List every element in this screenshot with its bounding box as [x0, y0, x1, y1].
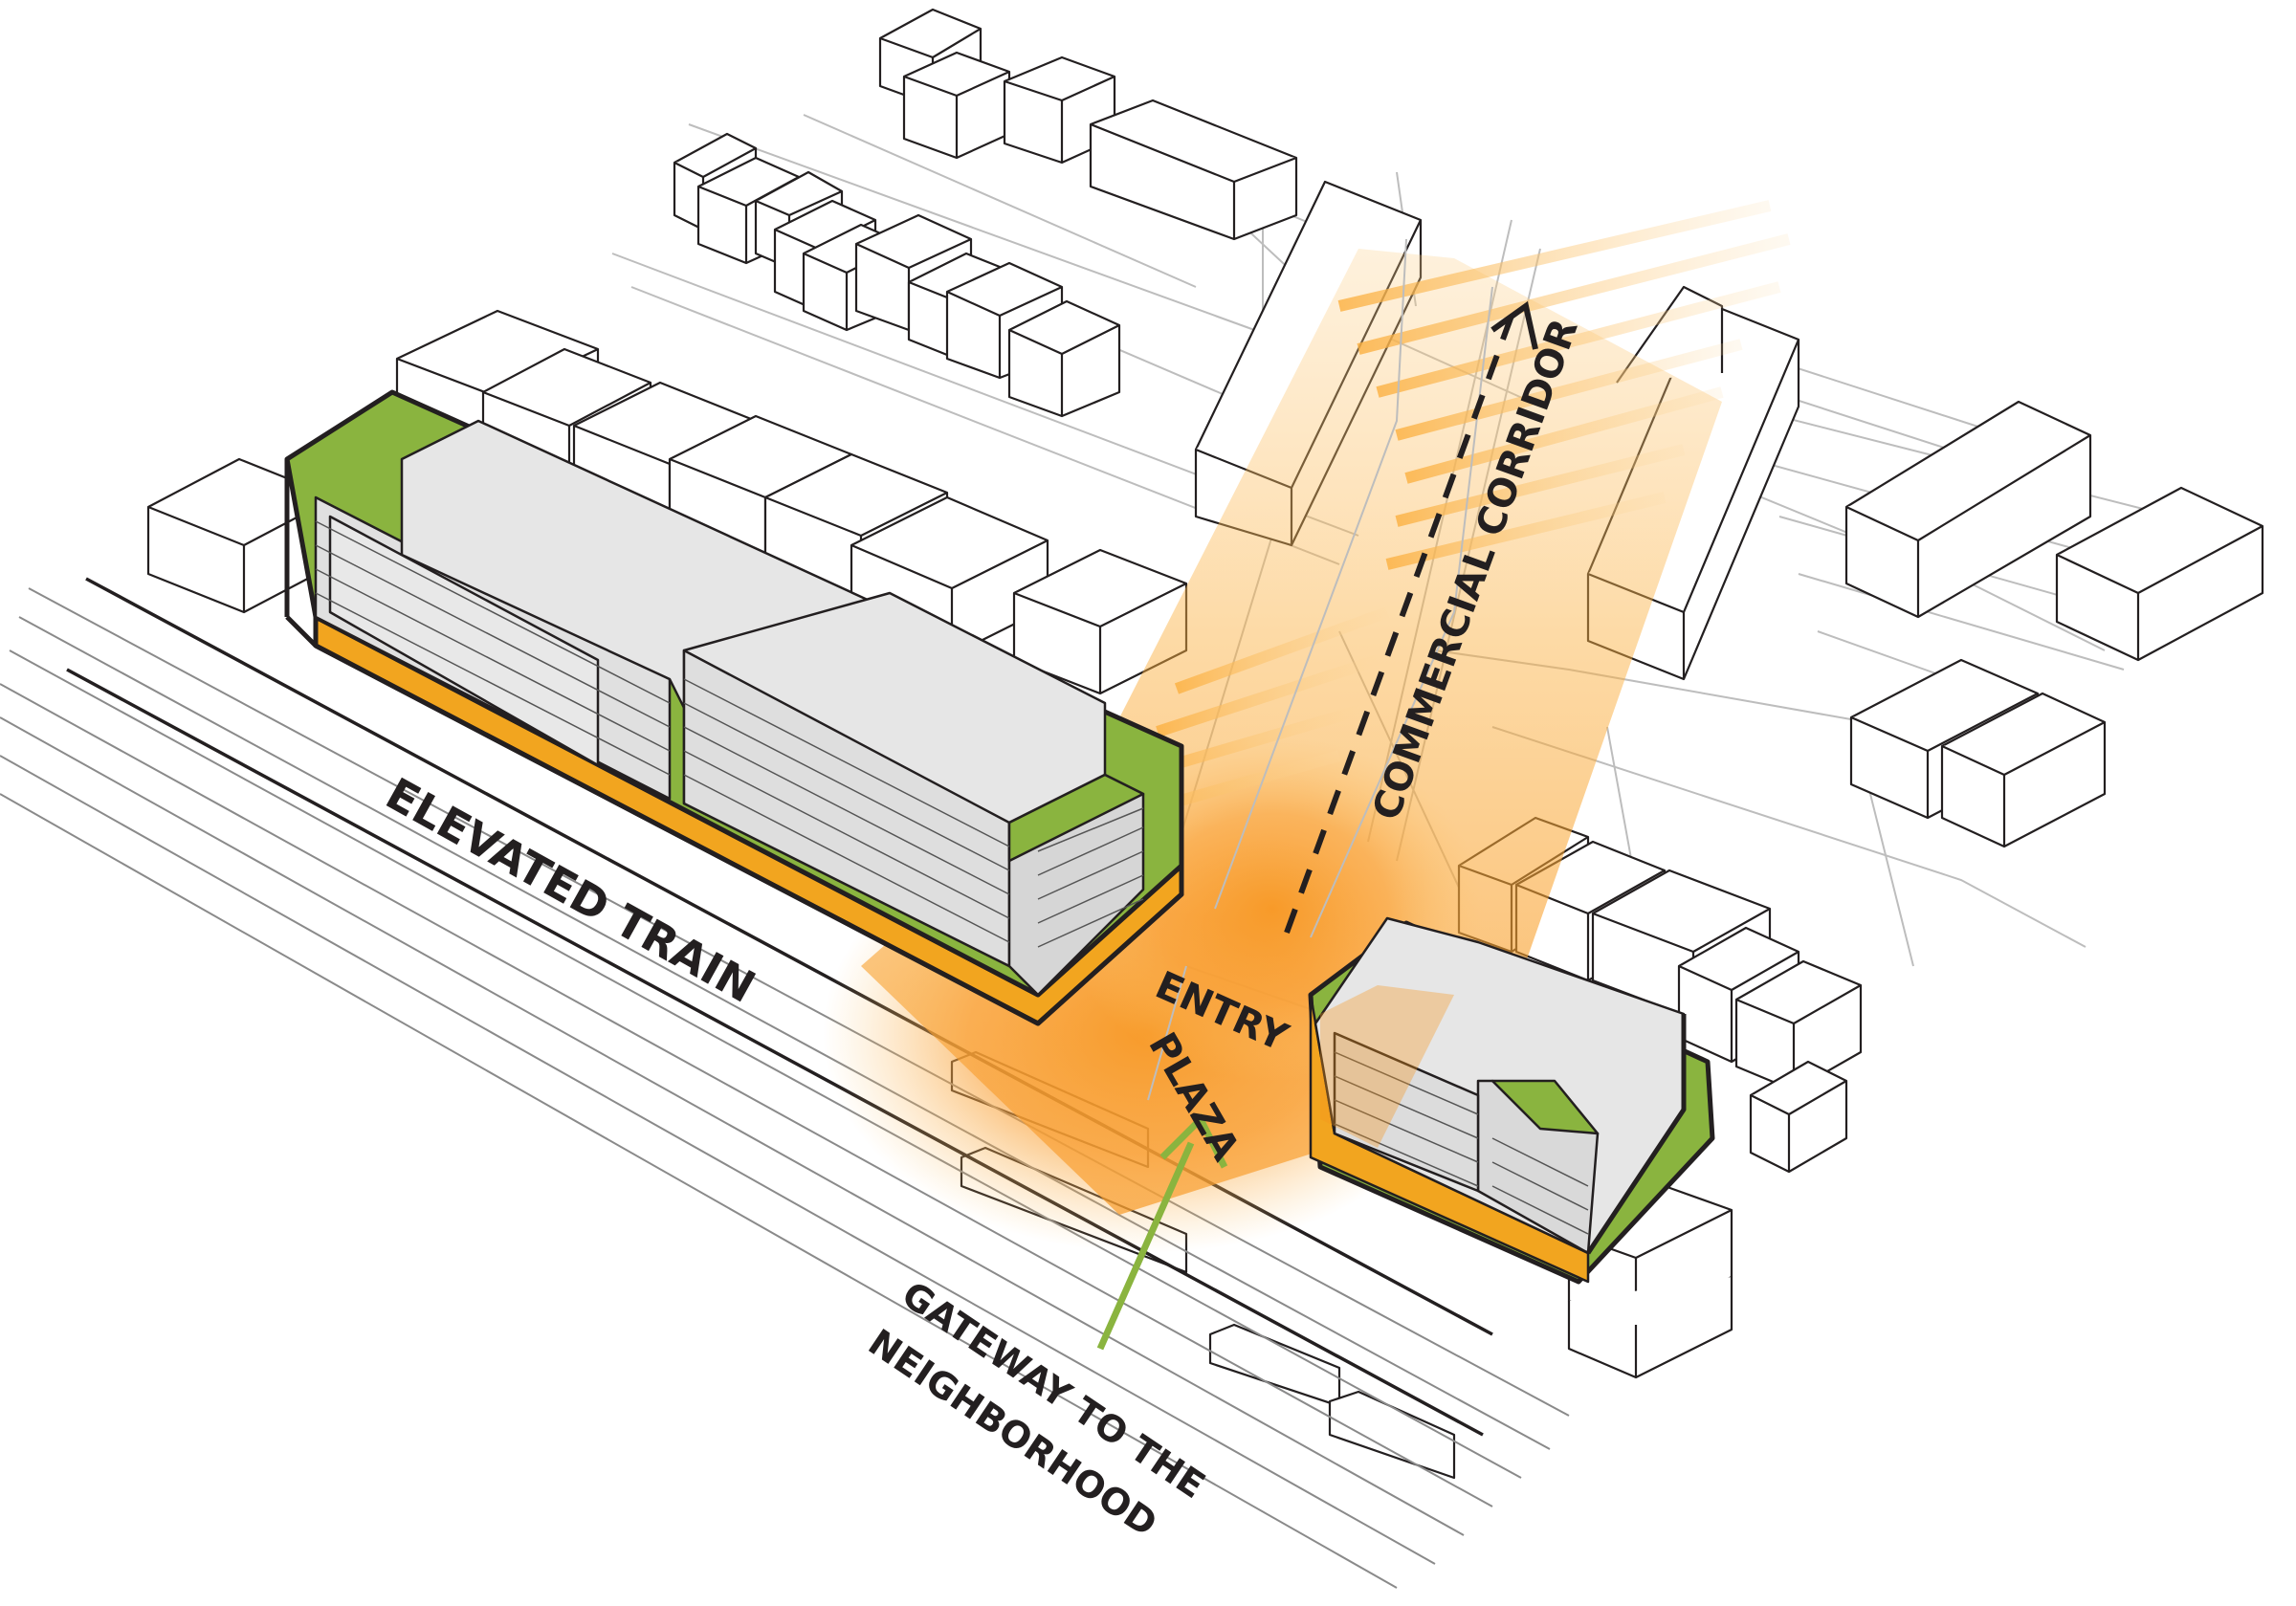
large-floor-lines [315, 520, 1144, 948]
small-massing-building [1308, 916, 1715, 1285]
corridor-arrowhead-icon [1490, 300, 1538, 350]
large-massing-building [284, 389, 1184, 1026]
corridor-dashed-line [1284, 314, 1514, 935]
corridor-rays [1117, 200, 1791, 824]
gateway-arrow-shaft [1096, 1141, 1195, 1351]
small-floor-lines [1334, 1051, 1589, 1235]
gateway-arrowhead-icon [1159, 1113, 1228, 1169]
train-tracks [0, 577, 1570, 1589]
large-tower-terrace [1007, 773, 1145, 863]
corridor-arrow [1284, 300, 1538, 935]
gateway-arrow [1096, 1113, 1228, 1351]
